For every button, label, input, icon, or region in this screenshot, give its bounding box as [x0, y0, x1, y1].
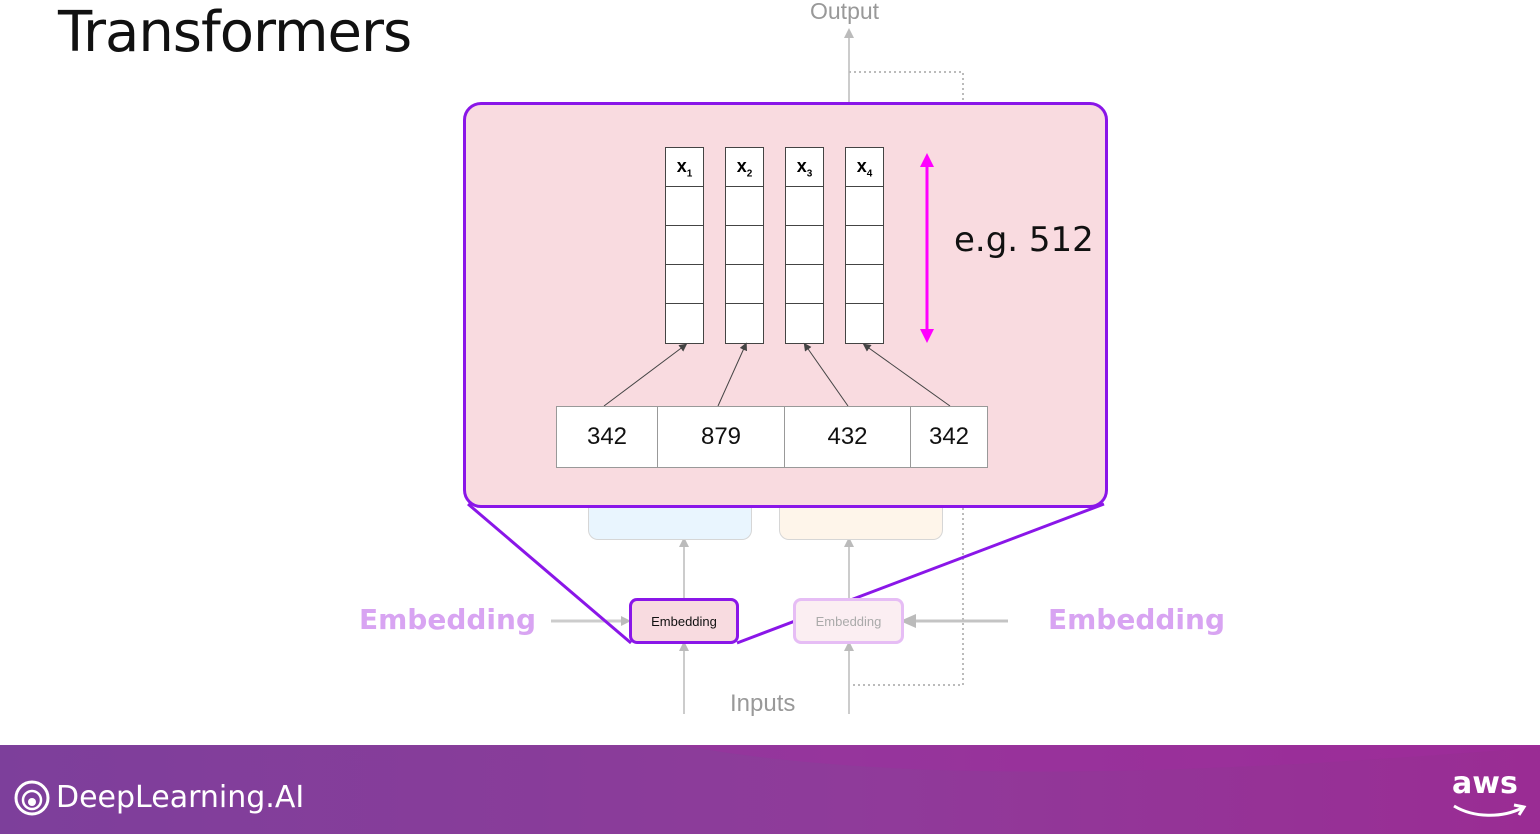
dimension-label: e.g. 512: [954, 220, 1094, 260]
vector-header: x1: [666, 148, 703, 187]
token-id-cell: 432: [785, 407, 911, 467]
embedding-vector-x3: x3: [785, 147, 824, 344]
token-id-cell: 879: [658, 407, 785, 467]
token-id-row: 342 879 432 342: [556, 406, 988, 468]
embedding-right-label: Embedding: [1048, 603, 1225, 636]
aws-logo: aws: [1452, 766, 1518, 801]
inputs-label: Inputs: [730, 690, 796, 717]
output-label: Output: [810, 0, 880, 24]
ghost-decoder-block: [779, 505, 943, 540]
ghost-encoder-block: [588, 505, 752, 540]
slide-title: Transformers: [58, 0, 412, 65]
brand-name: DeepLearning.AI: [56, 780, 305, 815]
token-id-cell: 342: [557, 407, 658, 467]
vector-arrows: [603, 153, 951, 407]
embedding-box-faded: Embedding: [793, 598, 904, 644]
deeplearning-logo-icon: [14, 780, 50, 816]
embedding-vector-x1: x1: [665, 147, 704, 344]
vector-header: x3: [786, 148, 823, 187]
embedding-vector-x4: x4: [845, 147, 884, 344]
vector-header: x2: [726, 148, 763, 187]
footer-bar: [0, 745, 1540, 834]
aws-smile-icon: [1453, 803, 1527, 817]
embedding-vector-x2: x2: [725, 147, 764, 344]
footer-wave: [680, 745, 1540, 772]
embedding-box-active: Embedding: [629, 598, 739, 644]
vector-header: x4: [846, 148, 883, 187]
token-id-cell: 342: [928, 423, 970, 450]
embedding-left-label: Embedding: [359, 603, 536, 636]
